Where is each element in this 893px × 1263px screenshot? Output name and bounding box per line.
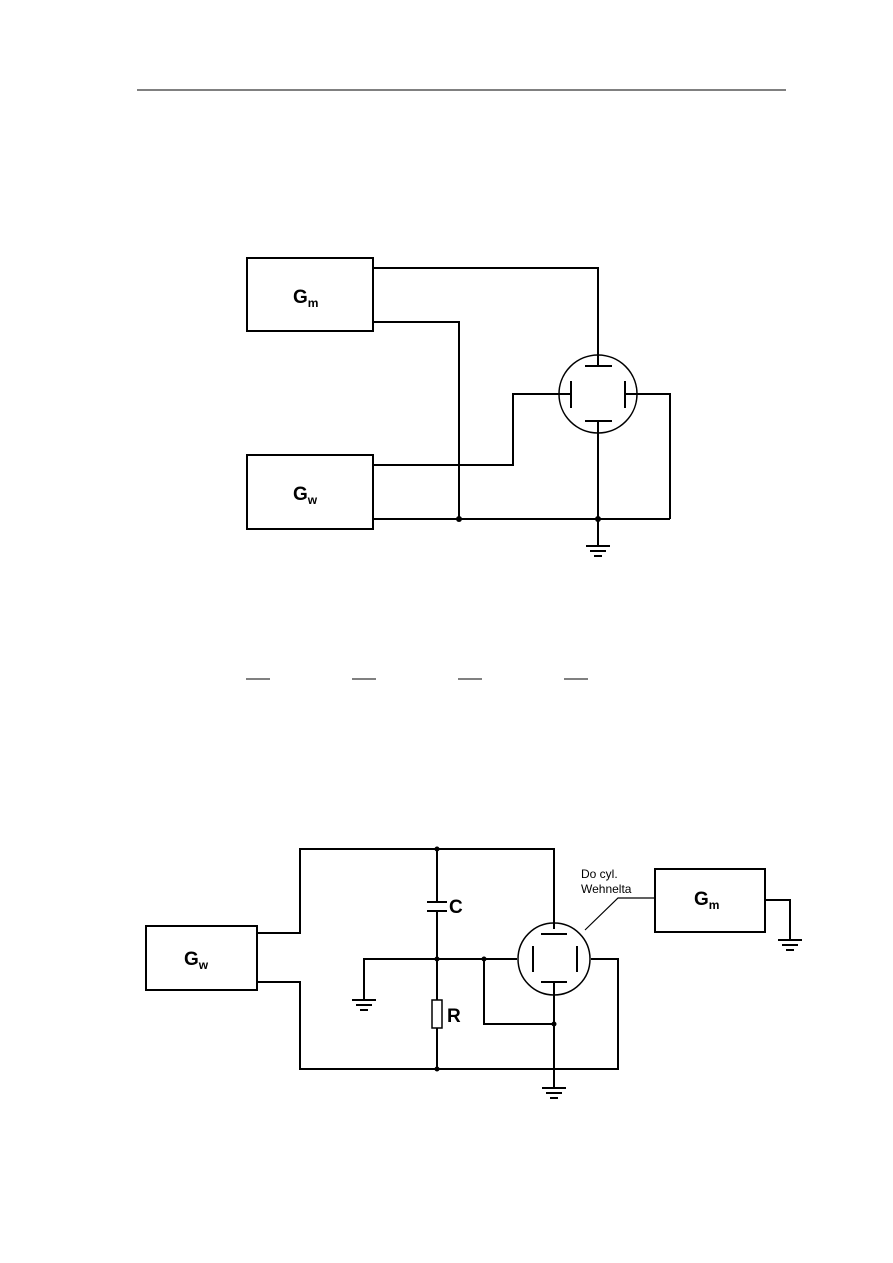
generator-gw-main-2: G	[184, 949, 199, 970]
generator-gm-sub-2: m	[709, 898, 720, 912]
ground-icon	[542, 1087, 566, 1099]
ground-icon	[586, 545, 610, 557]
generator-gm-box: Gm	[246, 257, 374, 332]
junction-dot	[481, 956, 487, 962]
svg-text:Gw: Gw	[293, 484, 318, 507]
generator-gm-main-2: G	[694, 889, 709, 910]
diagram-1: Gm Gw	[246, 257, 671, 557]
ground-icon	[352, 999, 376, 1011]
ground-icon	[778, 939, 802, 951]
crt-tube-icon	[558, 354, 638, 434]
junction-dot	[434, 846, 440, 852]
svg-text:Gm: Gm	[293, 287, 318, 310]
generator-gm-sub: m	[308, 296, 319, 310]
generator-gw-box: Gw	[246, 454, 374, 530]
generator-gw-box-2: Gw	[145, 925, 258, 991]
resistor-icon	[431, 999, 443, 1029]
generator-gw-sub: w	[307, 493, 318, 507]
svg-text:Gw: Gw	[184, 949, 209, 972]
capacitor-icon	[427, 901, 447, 912]
junction-dot	[551, 1021, 557, 1027]
annotation-line-1: Do cyl.	[581, 867, 618, 881]
junction-dot	[456, 516, 462, 522]
generator-gm-box-2: Gm	[654, 868, 766, 933]
generator-gw-sub-2: w	[198, 958, 209, 972]
diagram-1-wires	[373, 267, 671, 546]
generator-gm-main: G	[293, 287, 308, 308]
annotation-leader	[584, 897, 655, 931]
crt-tube-icon-2	[517, 922, 591, 996]
junction-dot	[434, 956, 440, 962]
junction-dot	[595, 516, 601, 522]
capacitor-label: C	[449, 897, 463, 918]
resistor-label: R	[447, 1006, 461, 1027]
annotation-line-2: Wehnelta	[581, 882, 632, 896]
generator-gw-main: G	[293, 484, 308, 505]
junction-dot	[434, 1066, 440, 1072]
svg-text:Gm: Gm	[694, 889, 719, 912]
diagram-2: Gw Gm	[145, 846, 802, 1099]
diagram-2-wires	[257, 848, 791, 1088]
